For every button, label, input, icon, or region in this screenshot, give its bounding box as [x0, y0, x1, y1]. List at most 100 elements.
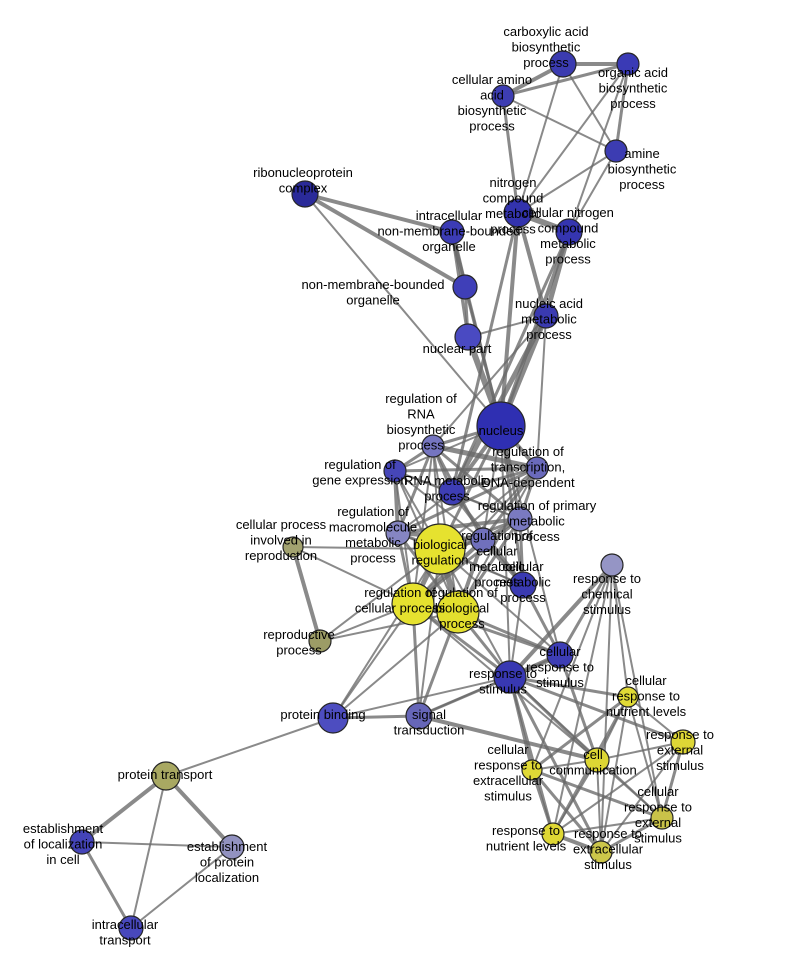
node-cab[interactable]: carboxylic acid biosynthetic process [549, 50, 577, 78]
edge-rchs-cres [531, 564, 613, 771]
node-rcp[interactable]: regulation of cellular process [391, 582, 435, 626]
node-ncm[interactable]: nitrogen compound metabolic process [503, 198, 533, 228]
node-pt[interactable]: protein transport [151, 761, 181, 791]
edge-rnp-nuc [304, 193, 502, 427]
node-oab[interactable]: organic acid biosynthetic process [616, 52, 640, 76]
node-rbp[interactable]: regulation of biological process [436, 590, 480, 634]
edge-cc-crexs [596, 759, 663, 819]
edge-rrb-rcp [412, 445, 434, 605]
edge-rtd-rmp [450, 466, 539, 494]
node-cpir[interactable]: cellular process involved in reproductio… [282, 536, 304, 558]
edge-rcp-pb [332, 603, 414, 719]
edge-crnl-crexs [627, 696, 663, 819]
edge-res-crexs [660, 740, 685, 820]
edge-nuc-cmp [499, 424, 525, 587]
node-rrb[interactable]: regulation of RNA biosynthetic process [421, 434, 445, 458]
node-crs[interactable]: cellular response to stimulus [546, 641, 574, 669]
node-cncm[interactable]: cellular nitrogen compound metabolic pro… [555, 218, 583, 246]
node-st[interactable]: signal transduction [405, 702, 433, 730]
node-crexs[interactable]: cellular response to external stimulus [650, 806, 674, 830]
edge-rts-rexs [508, 675, 603, 854]
edge-ab-ncm [517, 150, 617, 214]
edge-cc-rnl [552, 759, 598, 835]
edge-rtd-rge [393, 466, 539, 473]
edge-rbp-rp [319, 611, 459, 642]
node-cc[interactable]: cell communication [584, 747, 610, 773]
edge-pb-pt [165, 717, 334, 777]
edge-res-cc [596, 741, 684, 761]
node-rchs[interactable]: response to chemical stimulus [600, 553, 624, 577]
nodes-layer: carboxylic acid biosynthetic process cell… [69, 50, 696, 941]
node-it[interactable]: intracellular transport [118, 915, 144, 941]
edge-cc-rexs [596, 759, 602, 853]
node-rpm[interactable]: regulation of primary metabolic process [507, 506, 533, 532]
edge-ncm-rmp [450, 211, 520, 494]
edge-rchs-crnl [611, 564, 629, 698]
edge-rts-res [508, 675, 685, 744]
edge-caab-ab [502, 95, 617, 152]
edge-caab-ncm [501, 94, 520, 215]
edge-rtd-rmm [396, 466, 539, 535]
edge-nam-rtd [536, 315, 547, 469]
edge-rrb-rtd [430, 443, 540, 471]
node-caab[interactable]: cellular amino acid biosynthetic process [491, 84, 515, 108]
node-nam[interactable]: nucleic acid metabolic process [533, 303, 559, 329]
node-rnp[interactable]: ribonucleoprotein complex [291, 180, 319, 208]
edge-rnp-nmbo [303, 192, 467, 289]
node-pb[interactable]: protein binding [317, 702, 349, 734]
node-res[interactable]: response to external stimulus [670, 729, 696, 755]
node-rcm[interactable]: regulation of cellular metabolic process [470, 527, 496, 553]
edge-br-crs [439, 548, 561, 656]
edge-crs-rchs [558, 563, 614, 657]
node-cmp[interactable]: cellular metabolic process [509, 571, 537, 599]
edge-rts-rchs [508, 563, 614, 679]
edge-br-pb [332, 548, 441, 719]
edge-pt-epl [164, 774, 234, 849]
edge-rts-pb [332, 676, 511, 719]
node-rts[interactable]: response to stimulus [493, 660, 527, 694]
node-rexs[interactable]: response to extracellular stimulus [589, 840, 613, 864]
edge-rchs-rnl [552, 564, 613, 835]
node-nuc[interactable]: nucleus [476, 401, 526, 451]
edge-elc-it [80, 840, 133, 930]
node-rtd[interactable]: regulation of transcription, DNA-depende… [525, 456, 549, 480]
edge-cpir-rp [291, 545, 322, 643]
edge-cab-ncm [517, 63, 564, 214]
edge-crexs-rexs [599, 816, 664, 854]
node-rge[interactable]: regulation of gene expression [383, 459, 407, 483]
node-np[interactable]: nuclear part [454, 323, 482, 351]
node-rmm[interactable]: regulation of macromolecule metabolic pr… [385, 520, 411, 546]
edge-rrb-rpm [431, 444, 522, 521]
edge-rtd-rbp [457, 467, 538, 613]
edge-rcp-cpir [292, 546, 414, 605]
edge-pt-it [130, 775, 167, 929]
node-inmbo[interactable]: intracellular non-membrane-bounded organ… [439, 219, 465, 245]
edge-oab-cncm [568, 63, 629, 233]
edge-br-st [418, 548, 441, 717]
edge-oab-ab [614, 62, 630, 153]
node-br[interactable]: biological regulation [414, 523, 466, 575]
node-rp[interactable]: reproductive process [308, 629, 332, 653]
node-cres[interactable]: cellular response to extracellular stimu… [521, 759, 543, 781]
edge-cc-st [417, 714, 599, 762]
node-rmp[interactable]: RNA metabolic process [438, 478, 466, 506]
node-crnl[interactable]: cellular response to nutrient levels [617, 686, 639, 708]
edge-rge-rcm [394, 470, 484, 541]
edge-rrb-rmm [396, 444, 435, 535]
edge-crnl-cres [530, 695, 630, 772]
node-ab[interactable]: amine biosynthetic process [604, 139, 628, 163]
node-epl[interactable]: establishment of protein localization [219, 834, 245, 860]
edge-elc-epl [81, 841, 233, 848]
node-elc[interactable]: establishment of localization in cell [69, 829, 95, 855]
edge-res-rexs [600, 741, 684, 853]
edge-epl-it [130, 846, 233, 929]
node-nmbo[interactable]: non-membrane-bounded organelle [452, 274, 478, 300]
edge-crexs-rnl [552, 817, 663, 835]
edge-cncm-rmp [450, 230, 571, 494]
node-rnl[interactable]: response to nutrient levels [541, 822, 565, 846]
edge-rchs-rexs [600, 564, 613, 853]
